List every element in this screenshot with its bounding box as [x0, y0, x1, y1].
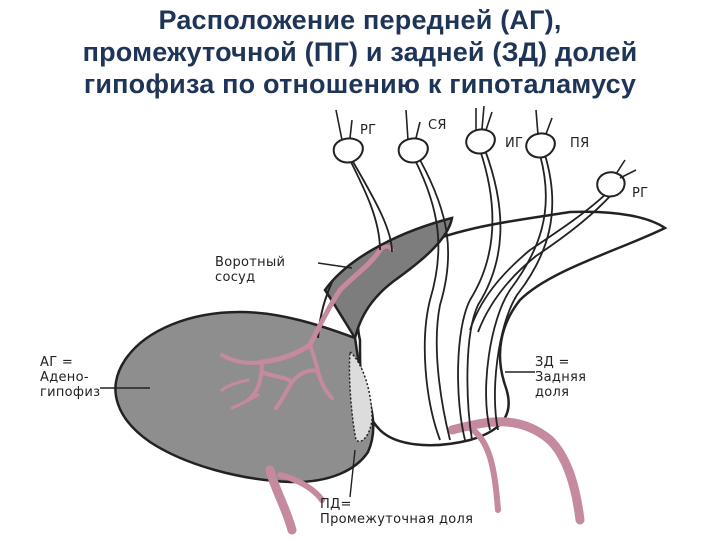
label-zd: ЗД = Задняя доля [535, 355, 586, 400]
label-pd-line-2: Промежуточная доля [320, 512, 474, 527]
label-sya: СЯ [428, 118, 447, 133]
label-pya: ПЯ [570, 136, 590, 151]
neuron-cells [332, 128, 626, 198]
label-ag-line-3: гипофиз [40, 385, 101, 400]
neuron-cell-ig [465, 128, 496, 155]
label-rg-top: РГ [360, 123, 377, 138]
title-line-3: гипофиза по отношению к гипоталамусу [83, 69, 637, 99]
portal-vessels [220, 244, 585, 535]
label-zd-line-2: Задняя [535, 370, 587, 385]
label-ag-line-2: Адено- [40, 370, 89, 385]
neuron-cell-pya [525, 132, 556, 159]
label-pd-line-1: ПД= [320, 497, 352, 512]
label-pd: ПД= Промежуточная доля [320, 497, 473, 527]
neuron-cell-rg-top [332, 137, 364, 164]
neuron-fibers [349, 149, 613, 441]
pointer-lines [100, 262, 535, 498]
anterior-lobe [114, 310, 375, 484]
label-ag-line-1: АГ = [40, 355, 74, 370]
intermediate-lobe [348, 350, 373, 442]
label-rg-right: РГ [632, 186, 649, 201]
pituitary-stalk [323, 216, 454, 342]
label-ag: АГ = Адено- гипофиз [40, 355, 100, 400]
title-line-1: Расположение передней (АГ), [158, 5, 562, 35]
label-portal-vessel-line-1: Воротный [215, 255, 286, 270]
label-zd-line-1: ЗД = [535, 355, 570, 370]
label-portal-vessel: Воротный сосуд [215, 255, 285, 285]
neuron-cell-sya [397, 137, 429, 164]
label-zd-line-3: доля [535, 385, 570, 400]
title-line-2: промежуточной (ПГ) и задней (ЗД) долей [82, 37, 638, 67]
dendrites [335, 105, 637, 179]
label-ig: ИГ [505, 136, 524, 151]
label-portal-vessel-line-2: сосуд [215, 270, 256, 285]
slide-title: Расположение передней (АГ), промежуточно… [0, 4, 720, 100]
neuron-cell-rg-right [596, 171, 626, 198]
